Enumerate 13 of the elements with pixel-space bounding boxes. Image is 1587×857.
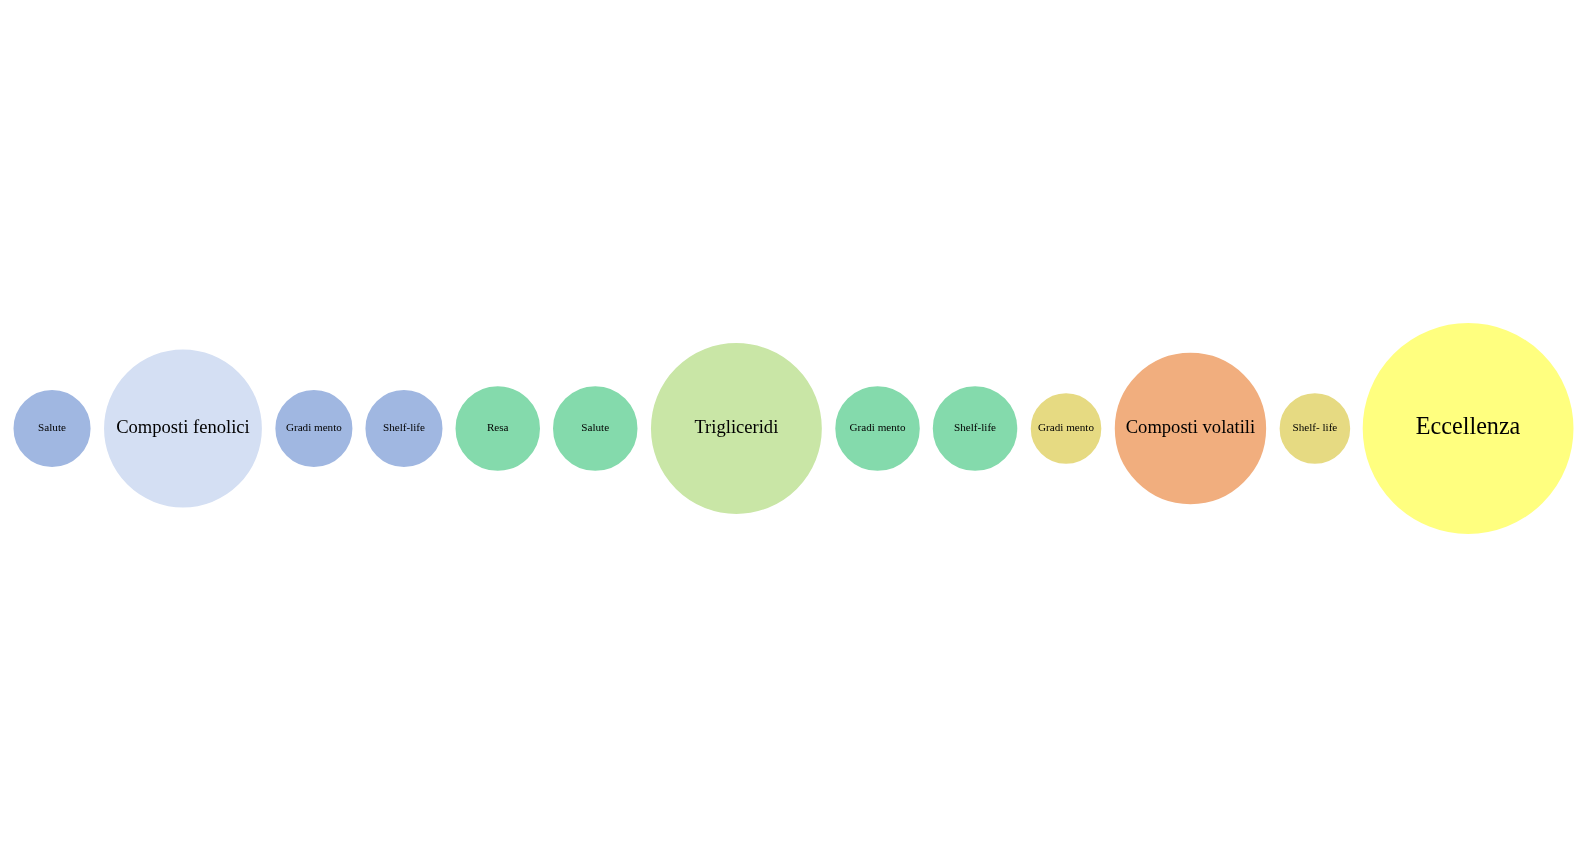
node-circle: Composti volatili <box>1112 350 1269 507</box>
node-circle: Gradi mento <box>272 387 356 470</box>
node-circle: Eccellenza <box>1359 320 1577 537</box>
node-circle: Shelf-life <box>362 387 446 470</box>
node-circle: Gradi mento <box>1027 390 1105 467</box>
node-circle: Salute <box>10 387 94 470</box>
node-circle: Shelf-life <box>930 383 1021 474</box>
node-circle: Shelf- life <box>1276 390 1353 467</box>
node-circle: Salute <box>550 383 641 474</box>
node-circle: Trigliceridi <box>648 340 825 517</box>
node-circle: Resa <box>452 383 543 474</box>
node-circle: Composti fenolici <box>101 346 265 511</box>
node-circle: Gradi mento <box>832 383 923 474</box>
